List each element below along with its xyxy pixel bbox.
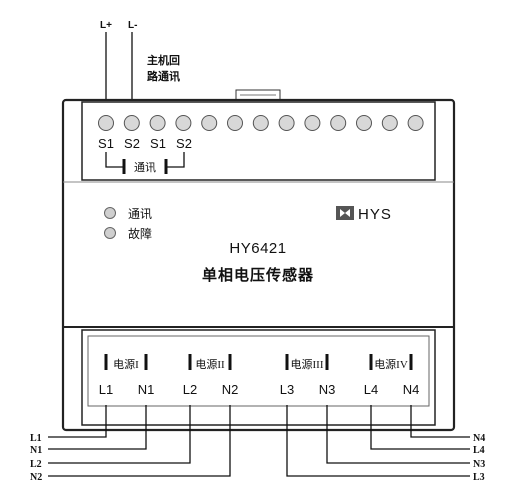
top-wires: L+ L- 主机回 路通讯 bbox=[100, 20, 180, 100]
comm-led-label: 通讯 bbox=[128, 207, 152, 221]
power-group-labels: 电源I 电源II 电源III 电源IV bbox=[113, 357, 408, 371]
comm-group-bracket: 通讯 bbox=[105, 152, 185, 174]
comm-group-label: 通讯 bbox=[134, 161, 156, 174]
terminal-screw-icon bbox=[252, 115, 269, 131]
wire-label: N3 bbox=[473, 459, 485, 470]
left-wire-labels: L1 N1 L2 N2 bbox=[30, 433, 42, 483]
bottom-wires bbox=[48, 405, 470, 477]
wire-label: L2 bbox=[30, 459, 42, 470]
host-loop-note-line1: 主机回 bbox=[147, 53, 180, 67]
hys-logo-icon bbox=[336, 206, 354, 220]
model-number: HY6421 bbox=[229, 240, 286, 257]
wire-label: L4 bbox=[473, 445, 485, 456]
wire-label: N1 bbox=[30, 445, 42, 456]
power-terminal-label: N3 bbox=[319, 382, 336, 397]
power-terminal-label: L1 bbox=[99, 382, 113, 397]
comm-led-icon bbox=[104, 207, 116, 219]
terminal-screw-icon bbox=[149, 115, 166, 131]
top-terminal-block bbox=[81, 101, 436, 181]
terminal-screw-icon bbox=[330, 115, 347, 131]
terminal-screw-icon bbox=[227, 115, 243, 131]
terminal-screw-icon bbox=[381, 115, 398, 131]
power-group-label: 电源II bbox=[195, 357, 225, 371]
top-terminal-screws bbox=[98, 115, 424, 131]
wire-label: N4 bbox=[473, 433, 485, 444]
power-terminal-label: L2 bbox=[183, 382, 197, 397]
power-group-label: 电源IV bbox=[374, 357, 408, 371]
terminal-label: S1 bbox=[150, 136, 166, 151]
terminal-screw-icon bbox=[98, 115, 114, 131]
terminal-label: S2 bbox=[176, 136, 192, 151]
wire-label: L3 bbox=[473, 472, 485, 483]
comm-terminal-labels: S1 S2 S1 S2 bbox=[98, 136, 192, 151]
terminal-label: S1 bbox=[98, 136, 114, 151]
power-group-label: 电源III bbox=[291, 357, 324, 371]
bottom-terminal-block bbox=[81, 329, 436, 426]
power-group-marks bbox=[104, 354, 413, 370]
fault-led-label: 故障 bbox=[128, 226, 152, 241]
terminal-screw-icon bbox=[278, 115, 295, 131]
terminal-screw-icon bbox=[304, 115, 321, 131]
top-wire-label-lminus: L- bbox=[128, 20, 137, 31]
brand-name: HYS bbox=[358, 206, 392, 223]
power-terminal-label: L3 bbox=[280, 382, 294, 397]
power-terminal-label: N2 bbox=[222, 382, 239, 397]
terminal-screw-icon bbox=[123, 115, 140, 131]
product-name: 单相电压传感器 bbox=[202, 266, 314, 284]
right-wire-labels: N4 L4 N3 L3 bbox=[473, 433, 485, 483]
wire-label: L1 bbox=[30, 433, 42, 444]
power-terminal-labels: L1 N1 L2 N2 L3 N3 L4 N4 bbox=[99, 382, 420, 397]
terminal-label: S2 bbox=[124, 136, 140, 151]
top-wire-label-lplus: L+ bbox=[100, 20, 112, 31]
brand-logo: HYS bbox=[336, 206, 392, 223]
power-group-label: 电源I bbox=[113, 357, 139, 371]
power-terminal-label: L4 bbox=[364, 382, 378, 397]
terminal-screw-icon bbox=[407, 115, 424, 131]
terminal-screw-icon bbox=[201, 115, 218, 131]
terminal-screw-icon bbox=[356, 115, 372, 131]
power-terminal-label: N1 bbox=[138, 382, 155, 397]
wire-label: N2 bbox=[30, 472, 42, 483]
host-loop-note-line2: 路通讯 bbox=[147, 69, 180, 83]
terminal-screw-icon bbox=[175, 115, 192, 131]
indicator-panel: 通讯 故障 bbox=[104, 207, 152, 241]
fault-led-icon bbox=[104, 227, 116, 239]
power-terminal-label: N4 bbox=[403, 382, 420, 397]
